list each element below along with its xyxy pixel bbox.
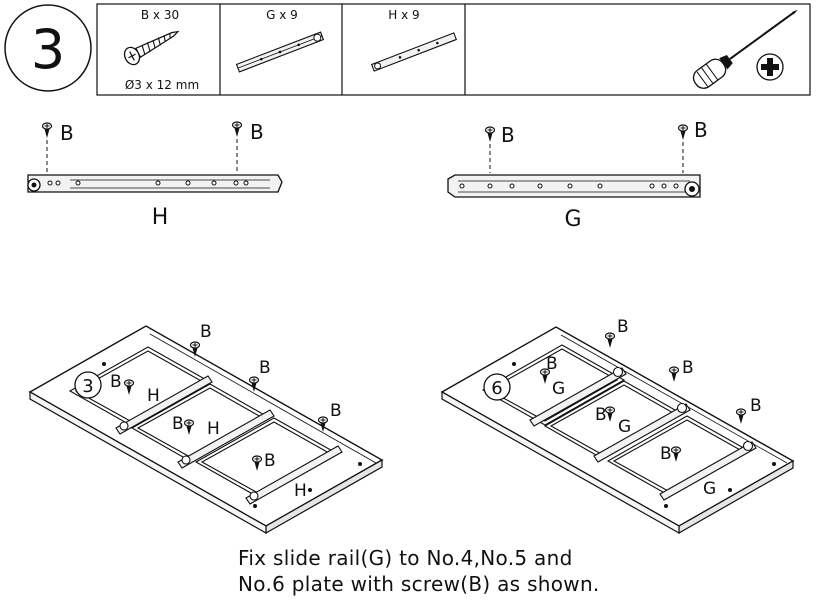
- part-rail-g: G x 9: [235, 8, 325, 73]
- screw-icon: [668, 366, 680, 383]
- rail-h-detail: B B H: [27, 120, 283, 230]
- assembly-screw-label: B: [259, 358, 271, 378]
- plate-number-badge: [483, 373, 511, 401]
- part-screw-b: B x 30 Ø3 x 12 mm: [123, 8, 199, 92]
- assembly-left: 3 B B B B B B H H H: [28, 322, 384, 535]
- rail-h-name: H: [152, 205, 169, 230]
- screw-icon: [677, 124, 689, 141]
- assembly-rail-label: H: [294, 481, 307, 501]
- assembly-rail-label: H: [207, 419, 220, 439]
- rail-g-name: G: [564, 207, 581, 232]
- screw-icon: [735, 408, 747, 425]
- assembly-screw-label: B: [617, 317, 629, 337]
- plate-number: 3: [82, 376, 93, 397]
- plate-number-badge: [74, 371, 102, 399]
- assembly-screw-label: B: [682, 358, 694, 378]
- part-g-label: G x 9: [266, 8, 298, 22]
- rail-g-screw-label: B: [501, 123, 515, 147]
- screw-icon: [41, 122, 53, 139]
- rail-h-screw-label: B: [60, 121, 74, 145]
- rail-h-screw-label: B: [250, 120, 264, 144]
- assembly-screw-label: B: [546, 354, 558, 374]
- plate-number: 6: [491, 378, 502, 399]
- wood-screw-icon: [123, 30, 180, 66]
- parts-table: B x 30 Ø3 x 12 mm G x 9: [96, 3, 811, 96]
- assembly-screw-label: B: [172, 414, 184, 434]
- assembly-right: 6 B B B B B B G G G: [440, 317, 795, 535]
- assembly-screw-label: B: [595, 405, 607, 425]
- rail-g-screw-label: B: [694, 118, 708, 142]
- assembly-rail-label: H: [147, 386, 160, 406]
- screw-icon: [484, 126, 496, 143]
- assembly-screw-label: B: [660, 444, 672, 464]
- screw-icon: [231, 121, 243, 138]
- assembly-screw-label: B: [750, 396, 762, 416]
- part-b-spec: Ø3 x 12 mm: [125, 78, 199, 92]
- assembly-screw-label: B: [200, 322, 212, 342]
- rail-g-icon: [235, 31, 325, 73]
- part-b-label: B x 30: [141, 8, 179, 22]
- assembly-screw-label: B: [330, 401, 342, 421]
- part-rail-h: H x 9: [370, 8, 458, 72]
- rail-g-detail: B B G: [447, 118, 708, 232]
- rail-h-icon: [370, 32, 458, 72]
- phillips-screwdriver-icon: [692, 9, 798, 89]
- instruction-text: Fix slide rail(G) to No.4,No.5 and No.6 …: [238, 545, 798, 597]
- step-number-badge: 3: [4, 4, 92, 92]
- part-h-label: H x 9: [388, 8, 419, 22]
- assembly-screw-label: B: [110, 372, 122, 392]
- screw-icon: [604, 332, 616, 349]
- assembly-rail-label: G: [552, 379, 565, 399]
- step-number: 3: [31, 18, 65, 81]
- assembly-rail-label: G: [618, 417, 631, 437]
- assembly-rail-label: G: [703, 479, 716, 499]
- assembly-screw-label: B: [264, 451, 276, 471]
- instruction-line: No.6 plate with screw(B) as shown.: [238, 572, 600, 596]
- instruction-line: Fix slide rail(G) to No.4,No.5 and: [238, 546, 573, 570]
